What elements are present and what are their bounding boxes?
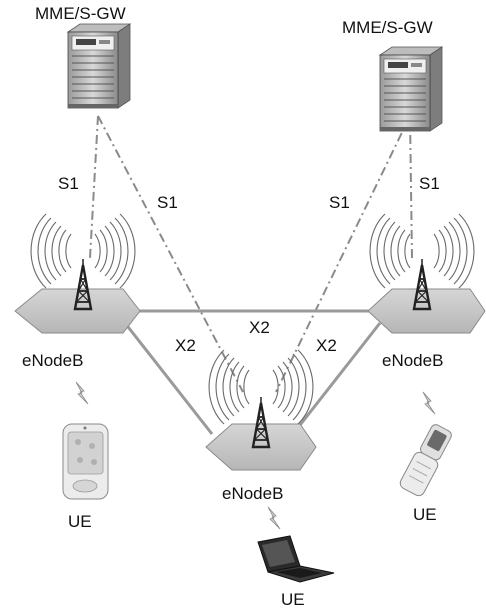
ue-center-label: UE xyxy=(281,590,305,609)
radio-waves-icon xyxy=(208,349,314,425)
pda-phone-icon xyxy=(62,423,109,500)
cell-tower-icon xyxy=(73,257,93,311)
x2-left-label: X2 xyxy=(175,336,196,355)
platform-hexagon xyxy=(367,288,486,334)
flip-phone-icon xyxy=(399,424,452,497)
s1-left-diagonal-label: S1 xyxy=(157,193,178,212)
s1-link-right-diagonal xyxy=(275,115,411,393)
server-rack-icon xyxy=(67,23,131,109)
s1-link-left-diagonal xyxy=(97,115,244,393)
s1-right-diagonal-label: S1 xyxy=(329,193,350,212)
enodeb-center-station xyxy=(205,349,317,471)
signal-bolt-icon xyxy=(267,506,281,530)
platform-hexagon xyxy=(14,288,141,334)
signal-bolt-icon xyxy=(75,381,89,405)
x2-top-label: X2 xyxy=(249,318,270,337)
s1-left-vertical-label: S1 xyxy=(58,174,79,193)
mme-sgw-right-label: MME/S-GW xyxy=(342,18,433,37)
x2-link-right xyxy=(291,322,382,435)
enodeb-right-station xyxy=(367,213,486,334)
enodeb-left-station xyxy=(14,213,141,334)
laptop-icon xyxy=(257,535,335,583)
x2-links xyxy=(123,309,382,435)
ue-left-label: UE xyxy=(68,512,92,531)
signal-bolt-icon xyxy=(422,391,436,415)
ue-right-label: UE xyxy=(413,505,437,524)
radio-waves-icon xyxy=(369,213,475,289)
radio-waves-icon xyxy=(30,213,136,289)
s1-link-right-vertical xyxy=(409,115,413,259)
cell-tower-icon xyxy=(412,257,432,311)
mme-sgw-left-label: MME/S-GW xyxy=(35,4,126,23)
enodeb-center-label: eNodeB xyxy=(222,484,284,503)
cell-tower-icon xyxy=(251,395,271,449)
s1-link-left-vertical xyxy=(89,115,99,259)
s1-links xyxy=(89,115,413,393)
enodeb-left-label: eNodeB xyxy=(22,351,84,370)
x2-link-left xyxy=(123,322,214,435)
x2-right-label: X2 xyxy=(316,336,337,355)
server-rack-icon xyxy=(379,46,443,132)
enodeb-right-label: eNodeB xyxy=(382,351,444,370)
s1-right-vertical-label: S1 xyxy=(419,174,440,193)
